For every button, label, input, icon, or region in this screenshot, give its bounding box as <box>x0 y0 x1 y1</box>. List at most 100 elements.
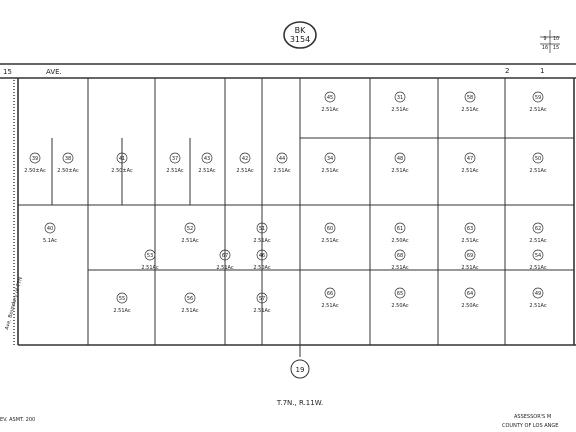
parcel: 652.50Ac <box>391 287 409 309</box>
parcel-number-circle <box>276 152 288 164</box>
parcel-area: 2.51Ac <box>461 168 478 174</box>
parcel-number-circle <box>532 287 544 299</box>
parcel-number: 38 <box>65 156 71 162</box>
parcel-number: 59 <box>535 95 541 101</box>
parcel: 58 2.51Ac <box>461 91 479 113</box>
parcel-number: 37 <box>172 156 178 162</box>
parcel-area: 2.51Ac <box>166 168 183 174</box>
township-label: T.7N., R.11W. <box>276 399 323 407</box>
parcel-number: 41 <box>119 156 125 162</box>
parcel-area: 5.1Ac <box>43 238 57 244</box>
parcel-number-circle <box>116 152 128 164</box>
parcel-number: 42 <box>242 156 248 162</box>
parcel-area: 2.50Ac <box>253 265 270 271</box>
parcel-number: 44 <box>279 156 285 162</box>
parcel-area: 2.51Ac <box>529 168 546 174</box>
parcel-number-circle <box>464 222 476 234</box>
section-number: 19 <box>296 366 305 374</box>
parcel-number-circle <box>144 249 156 261</box>
parcel: 532.51Ac <box>141 249 159 271</box>
book-badge: BK 3154 <box>283 21 317 49</box>
street-right-code-1: 2 <box>505 67 509 75</box>
parcel-number: 68 <box>397 253 403 259</box>
parcel-number-circle <box>464 287 476 299</box>
parcel-area: 2.51Ac <box>141 265 158 271</box>
parcel-number-circle <box>256 292 268 304</box>
book-number: 3154 <box>290 35 310 44</box>
street-right-code-2: 1 <box>540 67 544 75</box>
parcel-number-circle <box>324 287 336 299</box>
parcel: 632.51Ac <box>461 222 479 244</box>
parcel: 312.51Ac <box>391 91 409 113</box>
parcel-area: 2.51Ac <box>461 107 478 113</box>
avenue-street: 15 AVE. 2 1 <box>0 63 576 79</box>
parcel: 642.50Ac <box>461 287 479 309</box>
parcel-number: 45 <box>327 95 333 101</box>
parcel: 38 2.50±Ac <box>57 152 79 174</box>
parcel-number: 58 <box>467 95 473 101</box>
parcel-area: 2.51Ac <box>113 308 130 314</box>
parcel-area: 2.50Ac <box>461 303 478 309</box>
parcel-number-circle <box>394 287 406 299</box>
parcel: 69 2.51Ac <box>461 249 479 271</box>
parcel-number-circle <box>464 249 476 261</box>
book-badge-outline <box>283 21 317 49</box>
parcel-grid <box>17 78 574 345</box>
parcel-number-circle <box>256 249 268 261</box>
parcel-number-circle <box>201 152 213 164</box>
parcel-number-circle <box>44 222 56 234</box>
parcel-number-circle <box>239 152 251 164</box>
parcel-number: 56 <box>187 296 193 302</box>
parcel: 412.50±Ac <box>111 152 133 174</box>
corner-grid: 9 10 16 15 <box>540 30 560 53</box>
parcel-number: 54 <box>535 253 541 259</box>
parcel: 42 2.51Ac <box>236 152 254 174</box>
parcel: 37 2.51Ac <box>166 152 184 174</box>
parcel-number-circle <box>324 222 336 234</box>
parcel-labels: 392.50±Ac382.50±Ac412.50±Ac372.51Ac432.5… <box>24 91 547 314</box>
parcel: 682.51Ac <box>391 249 409 271</box>
street-name: AVE. <box>46 68 62 76</box>
parcel-number: 43 <box>204 156 210 162</box>
parcel-number: 50 <box>535 156 541 162</box>
parcel-number-circle <box>169 152 181 164</box>
parcel-number: 40 <box>47 226 53 232</box>
parcel-area: 2.50±Ac <box>57 168 79 174</box>
parcel: 672.51Ac <box>216 249 234 271</box>
parcel: 622.51Ac <box>529 222 547 244</box>
parcel-area: 2.51Ac <box>181 238 198 244</box>
parcel: 662.51Ac <box>321 287 339 309</box>
parcel-number: 61 <box>397 226 403 232</box>
parcel-area: 2.51Ac <box>321 168 338 174</box>
section-marker: 19 <box>290 345 310 379</box>
parcel-number-circle <box>394 222 406 234</box>
street-left-code: 15 <box>3 68 12 76</box>
parcel-number-circle <box>324 152 336 164</box>
parcel-area: 2.51Ac <box>391 168 408 174</box>
parcel-number: 69 <box>467 253 473 259</box>
parcel-area: 2.51Ac <box>461 265 478 271</box>
parcel-area: 2.51Ac <box>198 168 215 174</box>
footer-left-note: EV. ASMT. 200 <box>0 417 35 423</box>
parcel-area: 2.51Ac <box>529 238 546 244</box>
parcel: 47 2.51Ac <box>461 152 479 174</box>
parcel-area: 2.51Ac <box>273 168 290 174</box>
parcel-area: 2.51Ac <box>236 168 253 174</box>
parcel: 51 2.51Ac <box>253 222 271 244</box>
corner-grid-sw: 16 <box>542 45 548 51</box>
parcel: 50 2.51Ac <box>529 152 547 174</box>
parcel-area: 2.51Ac <box>461 238 478 244</box>
parcel-number: 47 <box>467 156 473 162</box>
parcel-number: 60 <box>327 226 333 232</box>
parcel: 44 2.51Ac <box>273 152 291 174</box>
assessor-label-line1: ASSESSOR'S M <box>514 414 551 420</box>
parcel-number: 55 <box>119 296 125 302</box>
parcel-number: 34 <box>327 156 333 162</box>
parcel-number: 46 <box>259 253 265 259</box>
parcel-area: 2.51Ac <box>321 303 338 309</box>
parcel: 572.51Ac <box>253 292 271 314</box>
parcel-area: 2.51Ac <box>253 238 270 244</box>
parcel-number-circle <box>532 222 544 234</box>
parcel-number: 51 <box>259 226 265 232</box>
parcel-number-circle <box>116 292 128 304</box>
